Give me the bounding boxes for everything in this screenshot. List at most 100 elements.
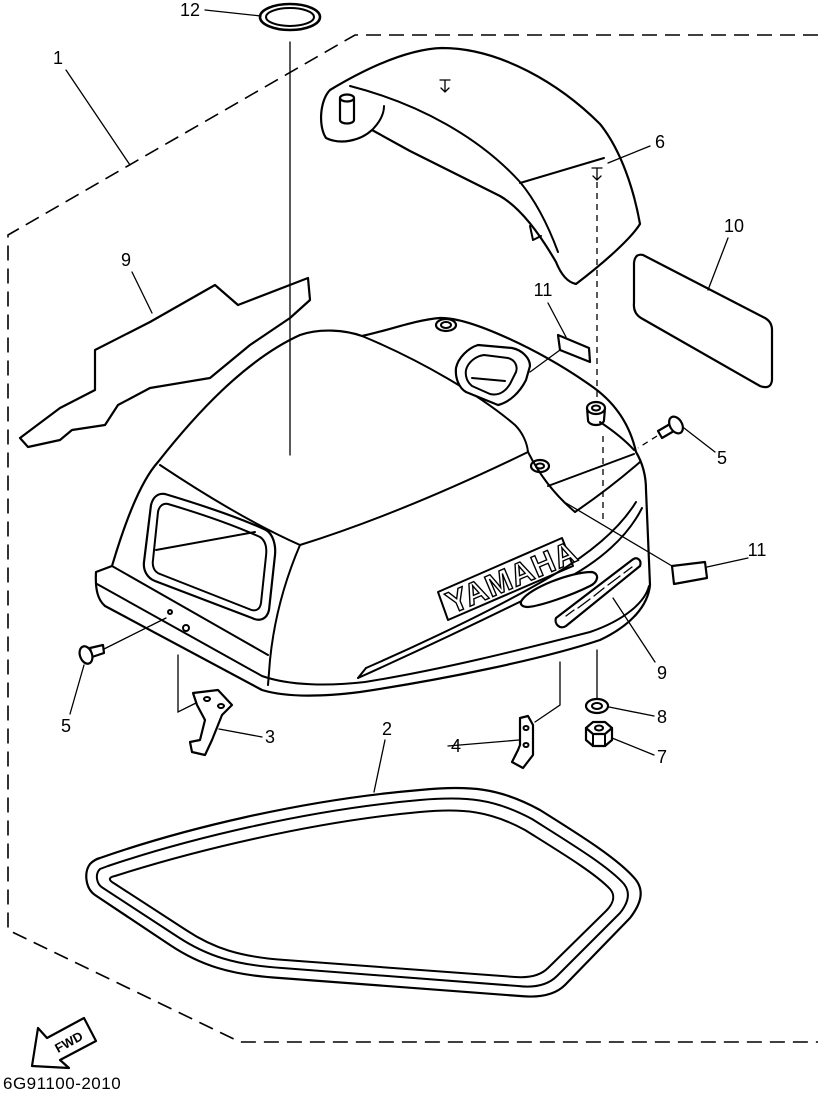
bracket-4-hole-1	[522, 725, 530, 731]
post-body	[338, 98, 356, 125]
leader-3	[218, 728, 263, 738]
callout-6: 6	[655, 132, 665, 152]
intake-outer	[142, 492, 277, 621]
leader-7	[611, 737, 655, 756]
assembly-boundary-dashed	[7, 34, 818, 1043]
top-cover-ridge	[519, 157, 605, 184]
screw-left-head	[78, 645, 94, 665]
bracket-part-3	[188, 688, 234, 757]
leader-lines	[65, 9, 749, 793]
nut-part-7	[584, 720, 614, 748]
washer-inner	[591, 702, 603, 710]
leader-2	[373, 739, 386, 793]
bracket-4-hole-2	[522, 742, 530, 748]
cowling-boss-right	[585, 400, 607, 427]
cowling-deck-rim	[574, 461, 641, 513]
leader-5-left	[69, 664, 85, 715]
cowling-deck-line	[547, 453, 635, 487]
cowling-roof-front-edge	[159, 451, 529, 546]
callout-9-lower: 9	[657, 663, 667, 683]
screw-left-reference	[103, 617, 167, 650]
recess-floor	[471, 377, 506, 382]
bracket-4-body	[510, 714, 535, 770]
air-intake-window	[142, 492, 277, 621]
stripe-tip	[357, 667, 367, 679]
callout-5-left: 5	[61, 716, 71, 736]
callout-9-upper: 9	[121, 250, 131, 270]
nut-edges	[592, 733, 606, 747]
cover-mark-right	[591, 167, 603, 181]
seal-middle	[95, 797, 629, 988]
top-cover-part-6	[320, 46, 642, 286]
cowling-front-bottom	[111, 565, 269, 656]
callout-2: 2	[382, 719, 392, 739]
top-cowling-part-1: YAMAHA	[94, 316, 652, 697]
screw-part-5-right	[656, 415, 684, 440]
top-cover-rim	[371, 105, 385, 131]
forward-direction-arrow: FWD	[30, 1016, 98, 1070]
intake-inner	[151, 502, 268, 612]
callout-7: 7	[657, 747, 667, 767]
callout-12: 12	[180, 0, 200, 20]
decal-11-upper-reference	[529, 349, 561, 373]
intake-interior-line	[155, 531, 256, 551]
callout-5-right: 5	[717, 448, 727, 468]
gasket-part-10	[632, 253, 774, 389]
part-code: 6G91100-2010	[3, 1074, 121, 1093]
post-top	[338, 93, 356, 103]
washer-part-8	[584, 697, 610, 715]
decal-pill	[519, 570, 599, 609]
callout-1: 1	[53, 48, 63, 68]
decal-band-marks	[565, 566, 633, 617]
callout-8: 8	[657, 707, 667, 727]
cowling-roof-back-edge	[361, 335, 529, 453]
stripe-upper-line	[365, 501, 637, 669]
reference-lines	[103, 41, 673, 723]
cowling-rear-corner	[599, 421, 635, 451]
screw-right-head	[668, 415, 684, 435]
ring-part-12	[258, 2, 322, 32]
boss-right-hole	[591, 404, 601, 412]
side-decal	[519, 557, 642, 629]
boss-rear-inner	[440, 321, 452, 329]
cowling-skirt-line	[96, 583, 650, 686]
ring-inner	[265, 7, 315, 27]
leader-11-upper	[547, 302, 567, 338]
bracket-3-body	[188, 688, 234, 757]
logo-frame	[437, 537, 574, 621]
decal-11-right-reference	[565, 502, 673, 567]
cowling-hole-1	[167, 609, 173, 615]
leader-5-right	[683, 427, 716, 453]
screw-part-5-left	[78, 643, 106, 665]
bracket-3-hole-2	[217, 703, 225, 709]
callout-labels: 12 1 6 10 9 11 5 11 9 8 7 5 3 4 2	[53, 0, 766, 767]
cowling-boss-rear	[434, 317, 458, 333]
callout-11-upper: 11	[534, 280, 553, 300]
leader-1	[65, 69, 131, 166]
recess-inner	[464, 354, 518, 396]
leader-6	[607, 145, 651, 164]
bracket-part-4	[510, 714, 535, 770]
bracket-3-hole-1	[203, 696, 211, 702]
leader-10	[707, 237, 729, 291]
leader-11-right	[706, 557, 749, 568]
callout-10: 10	[724, 216, 744, 236]
callout-11-right: 11	[748, 540, 767, 560]
bracket-3-reference	[177, 654, 197, 714]
seal-part-2	[85, 786, 642, 998]
boss-right-top	[585, 400, 607, 416]
bracket-4-reference	[534, 661, 561, 723]
cowling-hole-2	[182, 624, 190, 632]
washer-outer	[584, 697, 610, 715]
callout-3: 3	[265, 727, 275, 747]
nut-hole	[594, 724, 604, 732]
handle-recess	[454, 343, 532, 407]
cover-mounting-post	[338, 93, 356, 125]
seal-outer	[85, 786, 642, 998]
seal-inner	[108, 809, 615, 979]
leader-9-lower	[612, 597, 656, 663]
top-cover-inner-edge	[349, 85, 559, 253]
boss-rear-outer	[434, 317, 458, 333]
cover-tab	[529, 225, 542, 241]
